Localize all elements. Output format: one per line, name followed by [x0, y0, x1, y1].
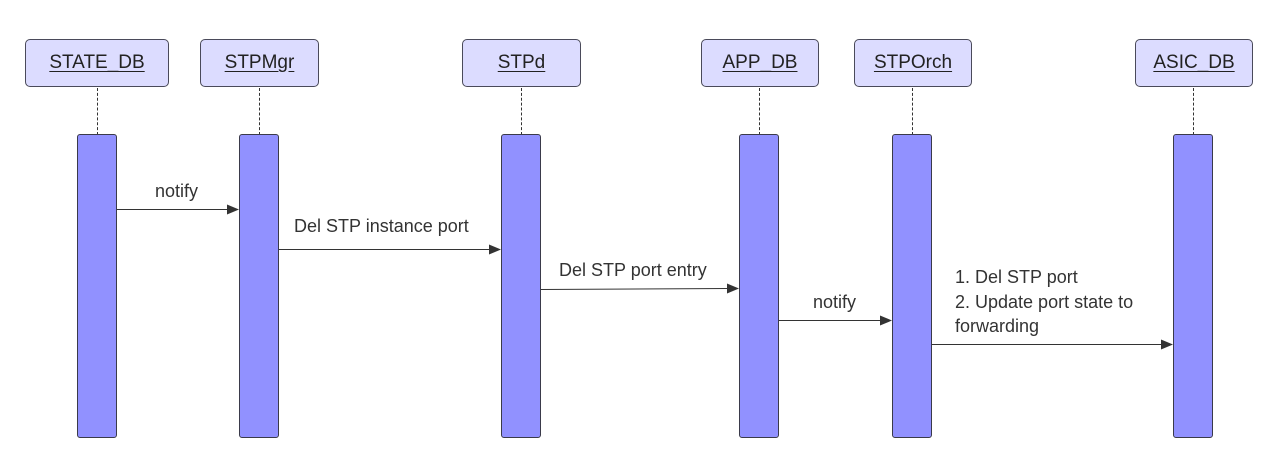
arrowhead-del-stp-port-entry	[727, 283, 739, 294]
arrow-del-stp-port-entry	[540, 288, 729, 290]
activation-app-db	[739, 134, 779, 438]
lifeline-stpd	[521, 88, 522, 135]
activation-stpmgr	[239, 134, 279, 438]
message-label-line-1: 1. Del STP port	[955, 267, 1078, 287]
message-label-del-stp-instance-port: Del STP instance port	[294, 216, 469, 236]
message-label-notify-1: notify	[155, 181, 199, 201]
participant-stpd: STPd	[462, 39, 581, 87]
activation-stpd	[501, 134, 541, 438]
message-label-notify-2: notify	[813, 292, 857, 312]
participant-label: STATE_DB	[49, 52, 145, 73]
message-label-line-3: forwarding	[955, 316, 1040, 336]
lifeline-app-db	[759, 88, 760, 135]
lifeline-state-db	[97, 88, 98, 135]
activation-stporch	[892, 134, 932, 438]
participant-label: ASIC_DB	[1153, 52, 1235, 73]
message-label-line-2: 2. Update port state to	[955, 292, 1134, 312]
participant-label: STPMgr	[224, 52, 295, 73]
participant-state-db: STATE_DB	[25, 39, 169, 87]
activation-asic-db	[1173, 134, 1213, 438]
participant-asic-db: ASIC_DB	[1135, 39, 1253, 87]
arrowhead-notify-2	[880, 315, 892, 326]
activation-state-db	[77, 134, 117, 438]
lifeline-stpmgr	[259, 88, 260, 135]
arrowhead-notify-1	[227, 204, 239, 215]
arrowhead-del-stp-instance-port	[489, 244, 501, 255]
participant-label: STPOrch	[873, 52, 953, 73]
participant-label: STPd	[497, 52, 546, 73]
message-label-del-stp-port-entry: Del STP port entry	[559, 260, 707, 280]
lifeline-stporch	[912, 88, 913, 135]
participant-label: APP_DB	[722, 52, 798, 73]
participant-app-db: APP_DB	[701, 39, 819, 87]
lifeline-asic-db	[1193, 88, 1194, 135]
arrowhead-update-port-state	[1161, 339, 1173, 350]
participant-stpmgr: STPMgr	[200, 39, 319, 87]
participant-stporch: STPOrch	[854, 39, 972, 87]
